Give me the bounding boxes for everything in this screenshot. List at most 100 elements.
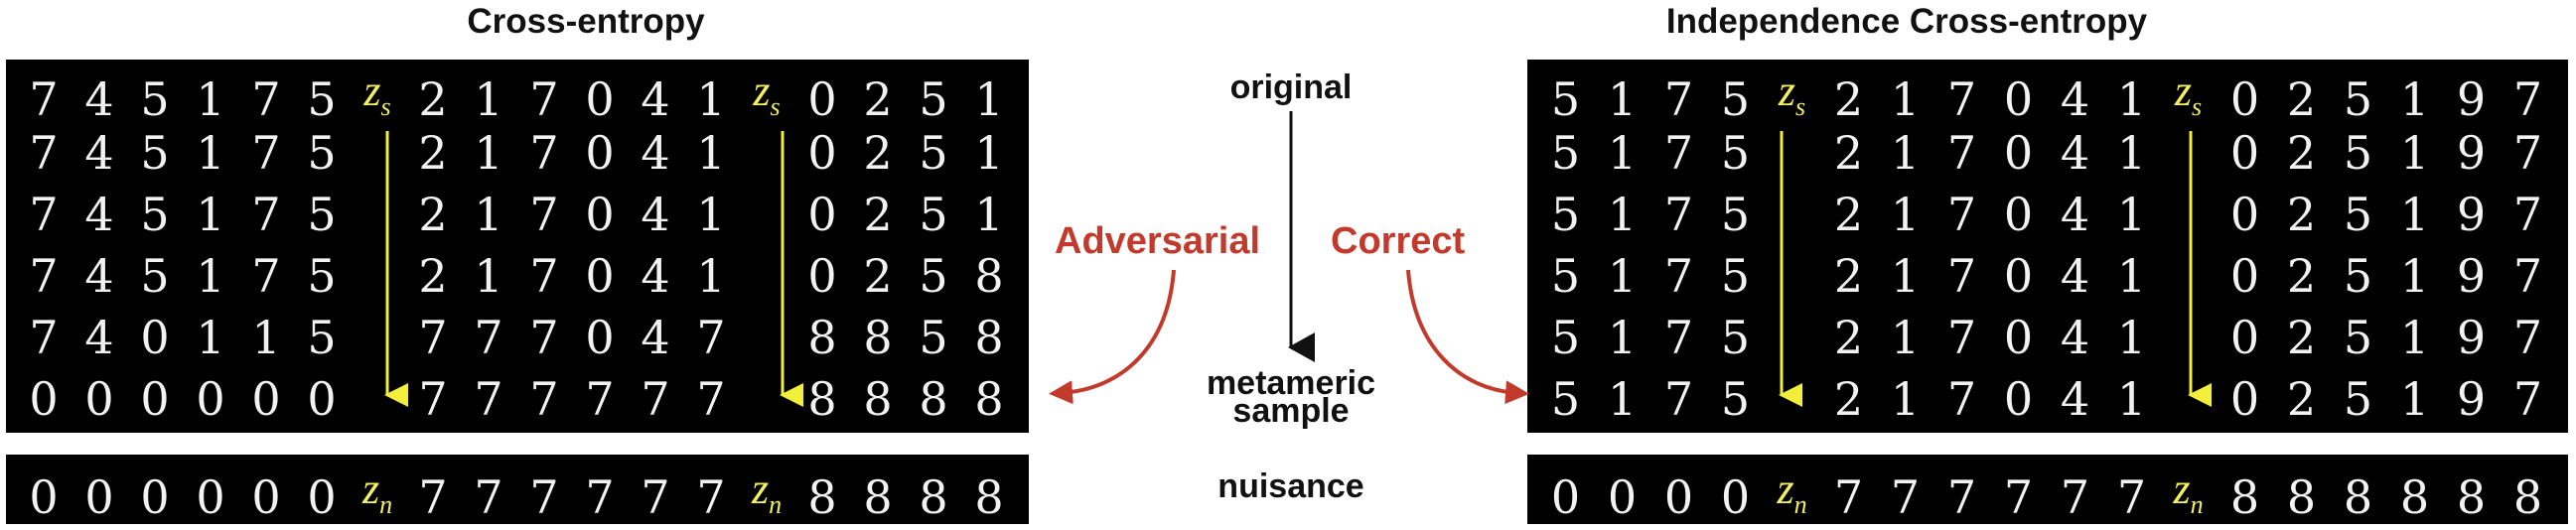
- digit-cell: 0: [84, 372, 114, 426]
- left-title: Cross-entropy: [467, 2, 705, 41]
- sample-label: sample: [1232, 392, 1350, 430]
- digit-cell: 5: [307, 311, 337, 364]
- digit-cell: 7: [251, 126, 281, 180]
- digit-cell: 1: [696, 126, 726, 180]
- digit-cell: 5: [1550, 188, 1581, 241]
- digit-cell: 1: [2116, 311, 2147, 364]
- digit-cell: 0: [2003, 126, 2034, 180]
- digit-cell: 5: [919, 311, 948, 364]
- digit-cell: 1: [2116, 71, 2147, 126]
- digit-cell: 1: [2399, 126, 2430, 180]
- digit-cell: 8: [974, 249, 1004, 303]
- digit-cell: 1: [974, 71, 1004, 126]
- digit-cell: 2: [418, 188, 448, 241]
- digit-cell: 2: [863, 188, 893, 241]
- digit-cell: 5: [2343, 311, 2373, 364]
- digit-cell: 0: [2003, 372, 2034, 426]
- digit-cell: 2: [1833, 311, 1864, 364]
- digit-cell: 1: [251, 311, 281, 364]
- digit-cell: 4: [2060, 249, 2090, 303]
- digit-cell: 7: [1663, 311, 1694, 364]
- digit-cell: 1: [1607, 126, 1638, 180]
- digit-cell: 0: [585, 126, 615, 180]
- digit-cell: 7: [585, 469, 615, 524]
- digit-cell: 1: [974, 188, 1004, 241]
- latent-zs-label: zs: [1764, 62, 1820, 137]
- digit-cell: 7: [1946, 311, 1977, 364]
- digit-cell: 5: [2343, 71, 2373, 126]
- digit-cell: 0: [307, 372, 337, 426]
- latent-subscript: s: [1795, 91, 1806, 121]
- digit-cell: 2: [2286, 249, 2317, 303]
- digit-cell: 5: [140, 71, 170, 126]
- digit-cell: 1: [196, 311, 225, 364]
- digit-cell: 2: [1833, 372, 1864, 426]
- digit-cell: 1: [696, 188, 726, 241]
- digit-cell: 1: [2399, 311, 2430, 364]
- digit-cell: 7: [2512, 372, 2543, 426]
- digit-cell: 1: [696, 249, 726, 303]
- digit-cell: 5: [1550, 249, 1581, 303]
- digit-cell: 1: [1890, 188, 1921, 241]
- digit-cell: 7: [2512, 311, 2543, 364]
- digit-cell: 0: [251, 469, 281, 524]
- digit-cell: 7: [2512, 188, 2543, 241]
- digit-cell: 8: [807, 372, 837, 426]
- digit-cell: 7: [529, 188, 559, 241]
- digit-cell: 5: [1550, 372, 1581, 426]
- latent-symbol: z: [751, 464, 770, 513]
- digit-cell: 7: [2116, 469, 2147, 524]
- latent-symbol: z: [363, 66, 381, 115]
- digit-cell: 7: [1663, 126, 1694, 180]
- digit-cell: 7: [641, 372, 670, 426]
- digit-cell: 5: [1720, 126, 1751, 180]
- digit-cell: 2: [1833, 188, 1864, 241]
- digit-cell: 9: [2456, 188, 2487, 241]
- digit-cell: 7: [418, 372, 448, 426]
- digit-cell: 7: [2512, 71, 2543, 126]
- digit-cell: 5: [1550, 126, 1581, 180]
- digit-cell: 5: [140, 126, 170, 180]
- digit-cell: 5: [2343, 249, 2373, 303]
- digit-cell: 2: [1833, 126, 1864, 180]
- latent-symbol: z: [1778, 66, 1795, 115]
- digit-cell: 0: [2003, 249, 2034, 303]
- latent-subscript: n: [379, 489, 393, 519]
- digit-cell: 4: [2060, 126, 2090, 180]
- latent-symbol: z: [2174, 66, 2192, 115]
- correct-label: Correct: [1331, 220, 1466, 262]
- digit-cell: 5: [140, 188, 170, 241]
- digit-cell: 4: [641, 71, 670, 126]
- digit-cell: 0: [1550, 469, 1581, 524]
- digit-cell: 0: [1663, 469, 1694, 524]
- latent-subscript: s: [2192, 91, 2203, 121]
- digit-cell: 1: [1607, 249, 1638, 303]
- digit-cell: 2: [418, 71, 448, 126]
- digit-cell: 2: [2286, 188, 2317, 241]
- digit-cell: 1: [1890, 372, 1921, 426]
- digit-cell: 8: [974, 311, 1004, 364]
- digit-cell: 7: [641, 469, 670, 524]
- latent-subscript: n: [769, 489, 783, 519]
- digit-cell: 8: [974, 469, 1004, 524]
- digit-cell: 7: [1946, 372, 1977, 426]
- digit-cell: 5: [919, 249, 948, 303]
- digit-cell: 0: [251, 372, 281, 426]
- digit-cell: 1: [1890, 71, 1921, 126]
- digit-cell: 7: [1663, 249, 1694, 303]
- digit-cell: 0: [807, 188, 837, 241]
- digit-cell: 1: [196, 71, 225, 126]
- digit-cell: 5: [2343, 372, 2373, 426]
- digit-cell: 5: [1550, 311, 1581, 364]
- digit-cell: 7: [29, 126, 59, 180]
- digit-cell: 7: [474, 469, 503, 524]
- digit-cell: 7: [418, 311, 448, 364]
- digit-cell: 4: [641, 188, 670, 241]
- digit-cell: 8: [2512, 469, 2543, 524]
- digit-cell: 5: [919, 71, 948, 126]
